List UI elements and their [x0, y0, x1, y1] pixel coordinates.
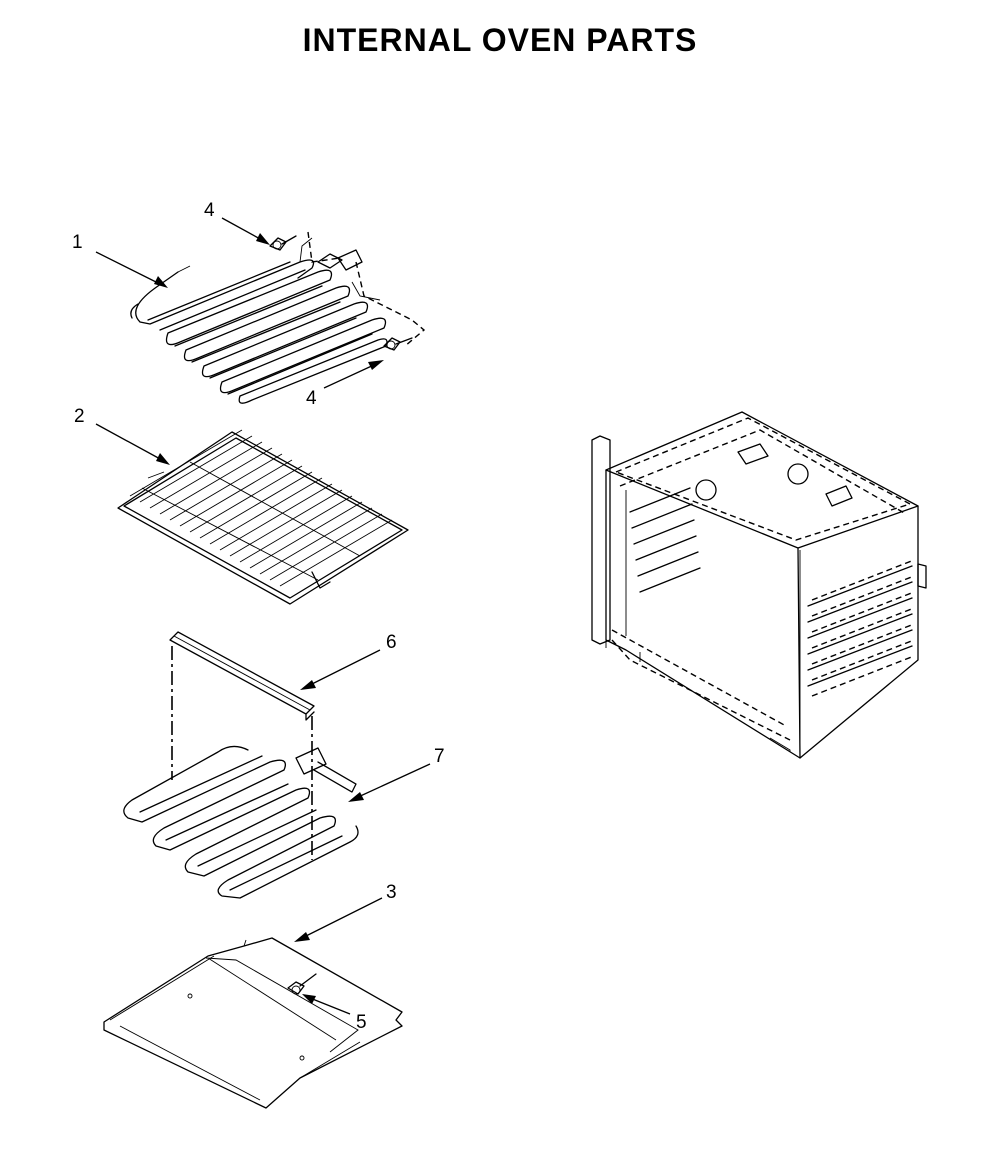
broil-element[interactable] [123, 745, 359, 899]
screw-icon[interactable] [287, 973, 317, 995]
page-title: INTERNAL OVEN PARTS [302, 22, 698, 58]
element-cover[interactable] [103, 937, 403, 1109]
callout-4-bottom: 4 [306, 388, 317, 409]
upper-heating-element[interactable] [130, 237, 388, 404]
screw-icon[interactable] [269, 235, 297, 251]
oven-rack[interactable] [117, 429, 409, 605]
callout-4-top: 4 [204, 200, 215, 221]
callout-7: 7 [434, 746, 445, 767]
bracket[interactable] [169, 631, 315, 721]
oven-cavity [591, 411, 927, 759]
callout-3: 3 [386, 882, 397, 903]
callout-1: 1 [72, 232, 83, 253]
callout-2: 2 [74, 406, 85, 427]
callout-5: 5 [356, 1012, 367, 1033]
leader-lines [95, 217, 431, 1015]
callout-6: 6 [386, 632, 397, 653]
screw-icon[interactable] [383, 337, 413, 351]
